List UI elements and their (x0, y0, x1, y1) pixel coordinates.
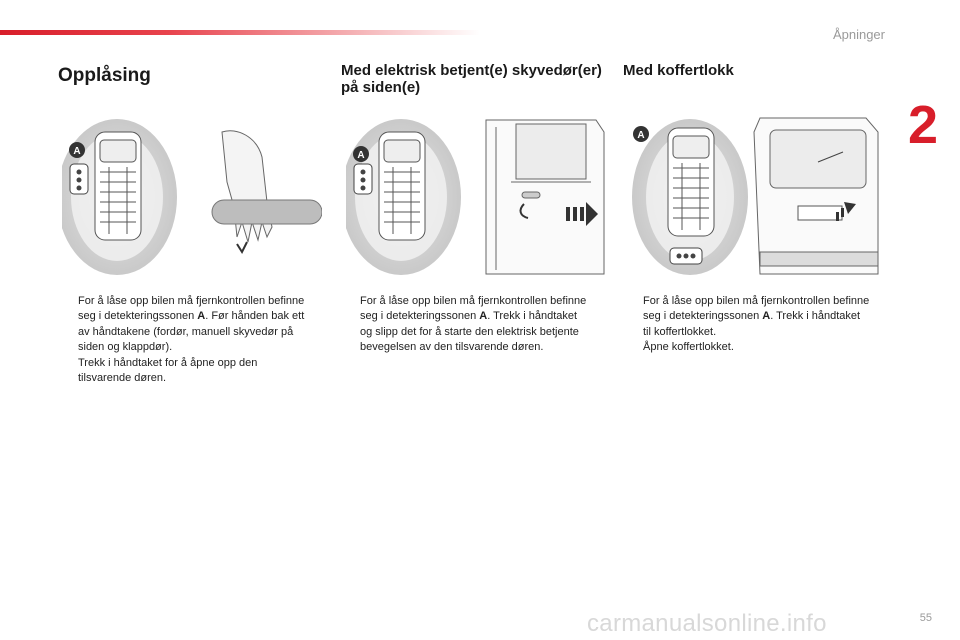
zone-reference: A (762, 310, 771, 323)
bullet-text: . Trekk i håndtaket og slipp det for å s… (360, 310, 579, 354)
tailgate-handle-arrow (836, 202, 856, 221)
van-top-view (378, 131, 426, 241)
remote-key-fob (669, 247, 703, 265)
sliding-door-illustration-side (485, 119, 605, 275)
bullet-text: . Trekk i håndtaket til koffertlokket. (643, 310, 861, 338)
bullet-item: For å låse opp bilen må fjernkontrollen … (342, 294, 587, 356)
figure-tailgate: A (628, 112, 888, 282)
van-rear-view (753, 117, 879, 275)
column-sliding-doors: Med elektrisk betjent(e) skyvedør(er) på… (341, 62, 603, 96)
column-unlocking: Opplåsing (58, 62, 320, 88)
zone-a-label: A (637, 130, 644, 141)
chapter-number: 2 (907, 95, 938, 155)
opening-direction-arrow (566, 202, 598, 226)
remote-key-fob (353, 163, 373, 195)
van-top-view (667, 127, 715, 237)
section-title: Åpninger (832, 27, 885, 42)
zone-reference: A (479, 310, 488, 323)
zone-a-badge (633, 126, 649, 142)
heading-tailgate: Med koffertlokk (623, 62, 734, 79)
zone-a-badge (69, 142, 85, 158)
bullet-text: . Før hånden bak ett av håndtakene (ford… (78, 310, 305, 354)
figure-sliding-door: A (341, 112, 608, 282)
bullet-text: Åpne koffertlokket. (643, 341, 734, 354)
bullets-sliding-doors: For å låse opp bilen må fjernkontrollen … (342, 294, 587, 356)
bullet-item: Åpne koffertlokket. (625, 340, 870, 355)
watermark: carmanualsonline.info (587, 610, 827, 637)
zone-a-label: A (357, 150, 364, 161)
heading-unlocking: Opplåsing (58, 65, 151, 86)
zone-a-badge (353, 146, 369, 162)
page-number: 55 (919, 612, 932, 624)
unlocking-illustration: A (57, 119, 323, 275)
bullet-text: For å låse opp bilen må fjernkontrollen … (78, 295, 305, 323)
hand-on-handle-illustration (211, 130, 323, 255)
bullet-text: For å låse opp bilen må fjernkontrollen … (643, 295, 870, 323)
bullets-tailgate: For å låse opp bilen må fjernkontrollen … (625, 294, 870, 356)
bullets-unlocking: For å låse opp bilen må fjernkontrollen … (60, 294, 305, 386)
remote-key-fob (69, 163, 89, 195)
column-tailgate: Med koffertlokk (623, 62, 885, 79)
bullet-text: Trekk i håndtaket for å åpne opp den til… (78, 356, 258, 385)
zone-a-label: A (73, 146, 80, 157)
heading-sliding-doors: Med elektrisk betjent(e) skyvedør(er) på… (341, 62, 602, 96)
bullet-item: For å låse opp bilen må fjernkontrollen … (60, 294, 305, 356)
bullet-item: For å låse opp bilen må fjernkontrollen … (625, 294, 870, 340)
tailgate-illustration: A (632, 117, 879, 275)
sliding-door-illustration: A (341, 119, 605, 275)
header-accent-bar (0, 30, 480, 35)
bullet-text: For å låse opp bilen må fjernkontrollen … (360, 295, 587, 323)
bullet-item: Trekk i håndtaket for å åpne opp den til… (60, 356, 305, 387)
zone-reference: A (197, 310, 206, 323)
figure-unlocking: A (57, 112, 323, 282)
van-top-view (94, 131, 142, 241)
